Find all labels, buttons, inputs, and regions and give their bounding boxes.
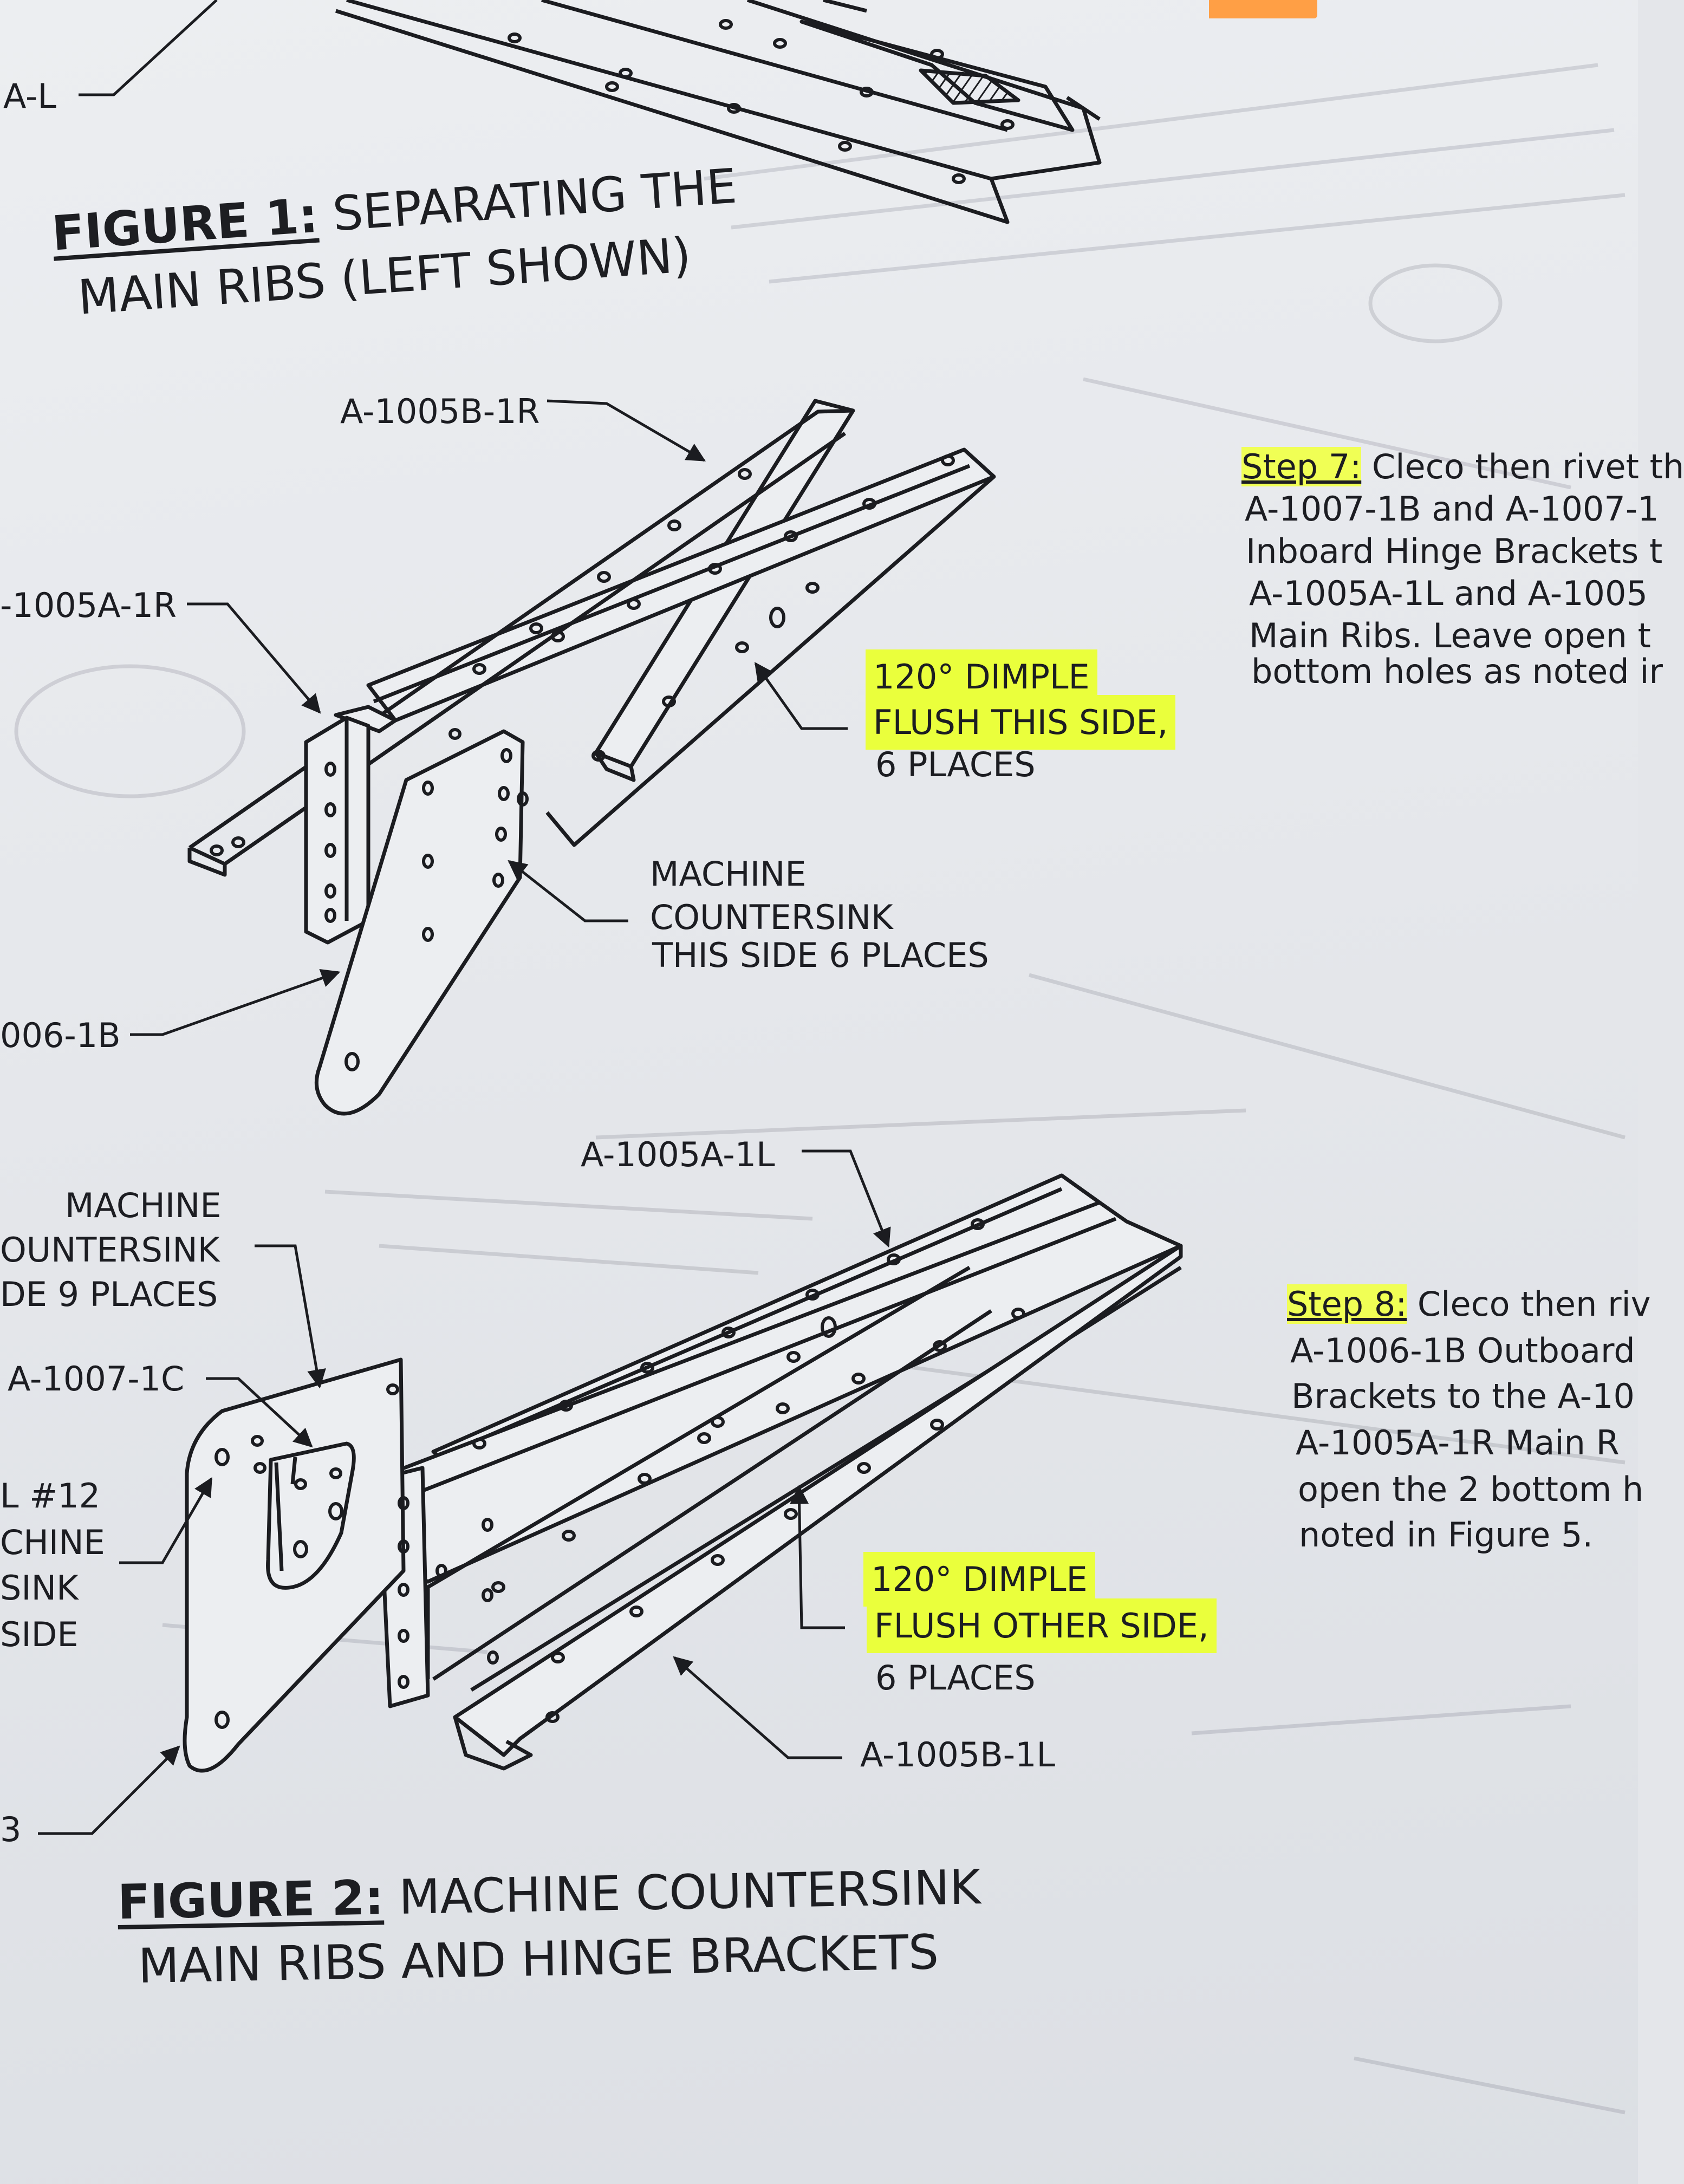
diagram-b-leaders	[38, 1149, 891, 1835]
step8-line2: A-1006-1B Outboard	[1290, 1331, 1635, 1370]
label-a-1007-1c: A-1007-1C	[8, 1359, 185, 1399]
step7-label: Step 7:	[1241, 447, 1362, 486]
page-tab-marker	[1209, 0, 1317, 18]
step7-line5: Main Ribs. Leave open t	[1249, 616, 1651, 655]
step8-text1: Cleco then riv	[1407, 1284, 1651, 1324]
dimple-callout-b-line2: FLUSH OTHER SIDE,	[874, 1603, 1209, 1649]
dimple-callout-a-line3: 6 PLACES	[875, 745, 1036, 784]
label-a-1005a-1l: A-1005A-1L	[581, 1135, 775, 1174]
step7-line3: Inboard Hinge Brackets t	[1246, 531, 1663, 571]
step8-label: Step 8:	[1287, 1284, 1407, 1324]
step8-line1: Step 8: Cleco then riv	[1287, 1280, 1650, 1328]
drill-callout-line4: SIDE	[0, 1615, 79, 1654]
paper-background	[0, 0, 1638, 2184]
label-a-1005b-1r: A-1005B-1R	[340, 392, 540, 431]
countersink-callout-a-line3: THIS SIDE 6 PLACES	[652, 935, 989, 975]
label-a-l: A-L	[3, 76, 56, 116]
countersink-callout-b-line2: OUNTERSINK	[0, 1230, 220, 1270]
countersink-callout-a-line1: MACHINE	[650, 854, 807, 894]
drill-callout-line1: L #12	[0, 1476, 101, 1516]
step8-line4: A-1005A-1R Main R	[1296, 1423, 1620, 1462]
diagram-a-ribs	[187, 399, 996, 1116]
dimple-callout-b-line3: 6 PLACES	[875, 1658, 1036, 1698]
figure1-rib-holes	[508, 19, 1015, 184]
step7-line6: bottom holes as noted ir	[1251, 652, 1663, 691]
dimple-callout-a-line2: FLUSH THIS SIDE,	[873, 700, 1168, 745]
drill-callout-line2: CHINE	[0, 1523, 105, 1562]
label-a-1005b-1l: A-1005B-1L	[860, 1735, 1056, 1774]
countersink-callout-b-line3: DE 9 PLACES	[0, 1275, 218, 1314]
step7-line2: A-1007-1B and A-1007-1	[1245, 489, 1659, 529]
label-006-1b: 006-1B	[0, 1016, 121, 1055]
countersink-callout-b-line1: MACHINE	[65, 1186, 222, 1225]
leader-a-l	[79, 0, 218, 96]
step7-text1: Cleco then rivet th	[1361, 447, 1684, 486]
dimple-callout-b-text1: 120° DIMPLE	[871, 1559, 1088, 1599]
figure2-title-text: MACHINE COUNTERSINK	[383, 1859, 981, 1926]
diagram-b-holes	[214, 1218, 1025, 1729]
step7-line4: A-1005A-1L and A-1005	[1249, 574, 1648, 613]
figure1-rib-drawing	[335, 0, 1102, 224]
step8-line6: noted in Figure 5.	[1299, 1515, 1594, 1555]
diagram-a-holes	[210, 454, 955, 1071]
dimple-callout-a-text1: 120° DIMPLE	[873, 657, 1090, 697]
label-1005a-1r: -1005A-1R	[0, 586, 177, 625]
figure2-title-number: FIGURE 2:	[117, 1869, 385, 1930]
label-bottom-left-part: 3	[0, 1810, 22, 1849]
figure1-title-number: FIGURE 1:	[50, 187, 320, 262]
diagram-a-leaders	[130, 399, 848, 1036]
step8-line3: Brackets to the A-10	[1291, 1376, 1635, 1416]
dimple-callout-a-text2: FLUSH THIS SIDE,	[873, 703, 1168, 742]
step7-line1: Step 7: Cleco then rivet th	[1241, 443, 1684, 491]
step8-line5: open the 2 bottom h	[1298, 1470, 1644, 1509]
dimple-callout-b-line1: 120° DIMPLE	[871, 1557, 1088, 1602]
dimple-callout-b-text2: FLUSH OTHER SIDE,	[874, 1606, 1209, 1646]
drill-callout-line3: SINK	[0, 1568, 79, 1608]
assembly-drawing	[38, 0, 1183, 1835]
dimple-callout-a-line1: 120° DIMPLE	[873, 654, 1090, 700]
countersink-callout-a-line2: COUNTERSINK	[650, 898, 893, 937]
diagram-b-ribs	[183, 1173, 1183, 1773]
